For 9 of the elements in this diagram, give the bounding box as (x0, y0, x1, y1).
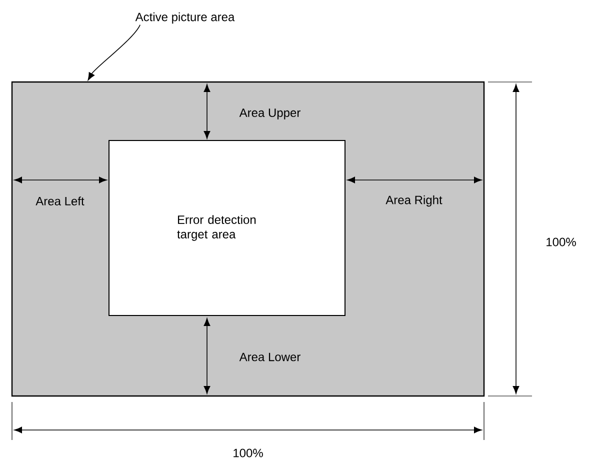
target-area-box: Error detection target area (108, 140, 346, 316)
dimension-label: Area Left (36, 196, 84, 206)
dimension-label: Area Lower (239, 352, 300, 362)
dimension-label: Area Right (386, 195, 442, 207)
dimension-label: Area Upper (239, 108, 300, 120)
callout-text: Active picture area (135, 12, 235, 24)
dimension-label: 100% (546, 238, 576, 246)
dimension-label: 100% (234, 448, 263, 458)
leader-line (88, 24, 141, 80)
